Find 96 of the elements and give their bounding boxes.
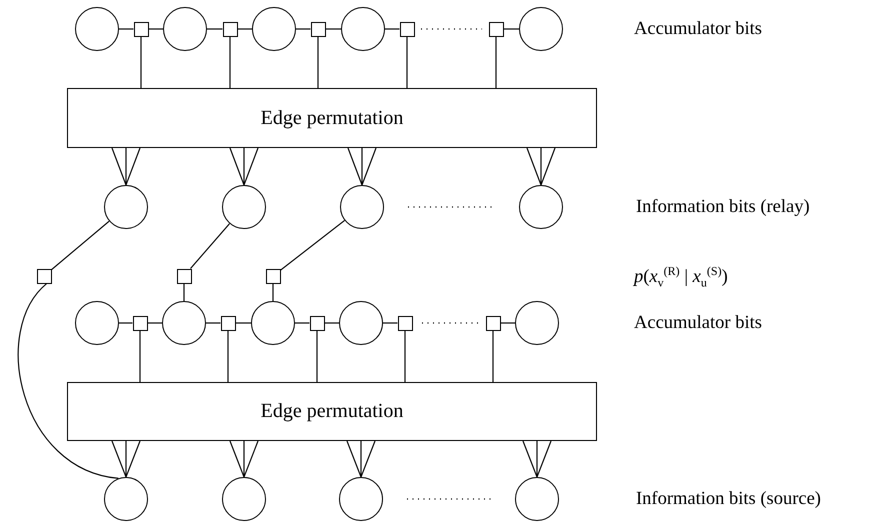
connector-line	[243, 440, 259, 478]
connector-line	[361, 148, 377, 186]
variable-node-circle	[75, 301, 119, 345]
factor-node-square	[400, 22, 414, 36]
process-box	[67, 88, 597, 148]
variable-node-circle	[251, 301, 295, 345]
connector-line	[522, 440, 538, 478]
factor-node-square	[398, 316, 412, 330]
connector-line	[385, 28, 400, 30]
box-label: Edge permutation	[260, 106, 404, 130]
connector-line	[119, 28, 134, 30]
row-label: Accumulator bits	[634, 312, 762, 334]
factor-node-square	[134, 22, 148, 36]
variable-node-circle	[341, 7, 385, 51]
connector-line	[243, 441, 245, 477]
connector-line	[295, 322, 310, 324]
factor-node-square	[132, 316, 148, 330]
connector-line	[296, 28, 310, 30]
factor-node-square	[222, 22, 238, 36]
connector-line	[148, 322, 162, 324]
connector-line	[361, 148, 363, 185]
variable-node-circle	[222, 477, 266, 521]
connector-line	[125, 148, 127, 185]
connector-line	[207, 28, 222, 30]
connector-line	[536, 441, 538, 477]
connector-line	[326, 28, 341, 30]
connector-line	[148, 28, 163, 30]
factor-node-square	[310, 22, 326, 36]
factor-node-square	[310, 316, 324, 330]
variable-node-circle	[340, 185, 384, 229]
connector-line	[317, 36, 319, 88]
connector-line	[119, 322, 132, 324]
connector-line	[272, 284, 274, 301]
connector-line	[346, 440, 362, 478]
connector-line	[236, 322, 251, 324]
connector-line	[536, 440, 552, 478]
variable-node-circle	[515, 301, 559, 345]
connector-line	[229, 440, 245, 478]
connector-line	[540, 148, 556, 186]
connector-line	[125, 441, 127, 477]
factor-node-square	[176, 268, 192, 284]
connector-line	[227, 330, 229, 382]
connector-line	[324, 322, 339, 324]
connector-line	[206, 322, 220, 324]
variable-node-circle	[163, 7, 207, 51]
variable-node-circle	[252, 7, 296, 51]
connector-line	[229, 36, 231, 88]
row-label: Accumulator bits	[634, 18, 762, 40]
connector-line	[526, 148, 542, 186]
box-label: Edge permutation	[260, 400, 404, 423]
row-label: Information bits (relay)	[636, 196, 810, 218]
variable-node-circle	[519, 7, 563, 51]
connector-line	[243, 148, 259, 186]
variable-node-circle	[104, 185, 148, 229]
row-label: Information bits (source)	[636, 488, 821, 510]
variable-node-circle	[222, 185, 266, 229]
connector-line	[139, 330, 141, 382]
connector-line	[111, 440, 127, 478]
variable-node-circle	[339, 477, 383, 521]
connector-line	[540, 148, 542, 185]
connector-line	[51, 220, 110, 270]
factor-node-square	[486, 316, 500, 330]
factor-node-square	[266, 268, 280, 284]
connector-line	[495, 36, 497, 88]
connector-line	[243, 148, 245, 185]
connector-line	[229, 148, 245, 186]
connector-line	[504, 28, 519, 30]
variable-node-circle	[515, 477, 559, 521]
variable-node-circle	[75, 7, 119, 51]
connector-line	[383, 322, 398, 324]
connector-line	[404, 330, 406, 382]
connector-line	[492, 330, 494, 382]
connector-line	[280, 220, 345, 271]
connector-line	[360, 441, 362, 477]
connector-line	[347, 148, 363, 186]
connector-line	[183, 284, 185, 301]
connector-line	[18, 283, 119, 479]
process-box	[67, 382, 597, 441]
connector-line	[238, 28, 252, 30]
connector-line	[111, 148, 127, 186]
connector-line	[140, 36, 142, 88]
connector-line	[125, 440, 141, 478]
connector-line	[360, 440, 376, 478]
connector-line	[406, 36, 408, 88]
connector-line	[125, 148, 141, 186]
variable-node-circle	[162, 301, 206, 345]
row-label: p(x$_{v}$$^{(R)}$ | x$_{u}$$^{(S)}$)	[634, 264, 728, 290]
factor-node-square	[488, 22, 504, 36]
connector-line	[500, 322, 515, 324]
connector-line	[190, 223, 230, 269]
factor-node-square	[220, 316, 236, 330]
variable-node-circle	[339, 301, 383, 345]
variable-node-circle	[104, 477, 148, 521]
variable-node-circle	[519, 185, 563, 229]
factor-node-square	[36, 268, 52, 284]
connector-line	[316, 330, 318, 382]
